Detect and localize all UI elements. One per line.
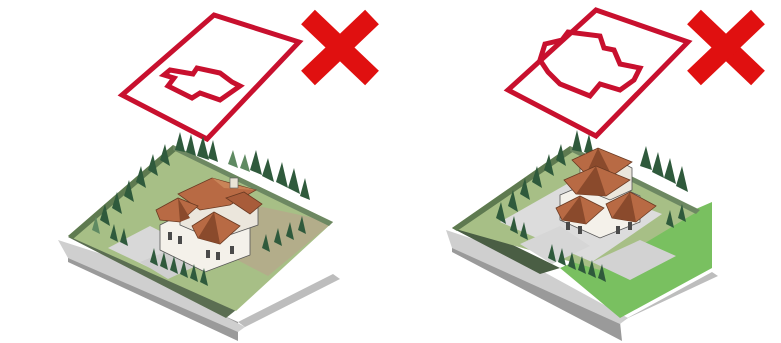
left-house-site-model [58, 132, 340, 341]
right-parcel-footprint-icon [508, 10, 688, 136]
left-parcel-outline [122, 15, 299, 139]
right-house-site-model [446, 130, 718, 341]
left-x-mark-icon [308, 17, 372, 78]
right-parcel-outline [508, 10, 688, 136]
left-panel [58, 15, 372, 341]
left-house-footprint [164, 68, 240, 100]
left-parcel-footprint-icon [122, 15, 299, 139]
right-house-footprint [540, 32, 640, 96]
right-x-mark-icon [694, 17, 758, 78]
right-panel [446, 10, 758, 341]
